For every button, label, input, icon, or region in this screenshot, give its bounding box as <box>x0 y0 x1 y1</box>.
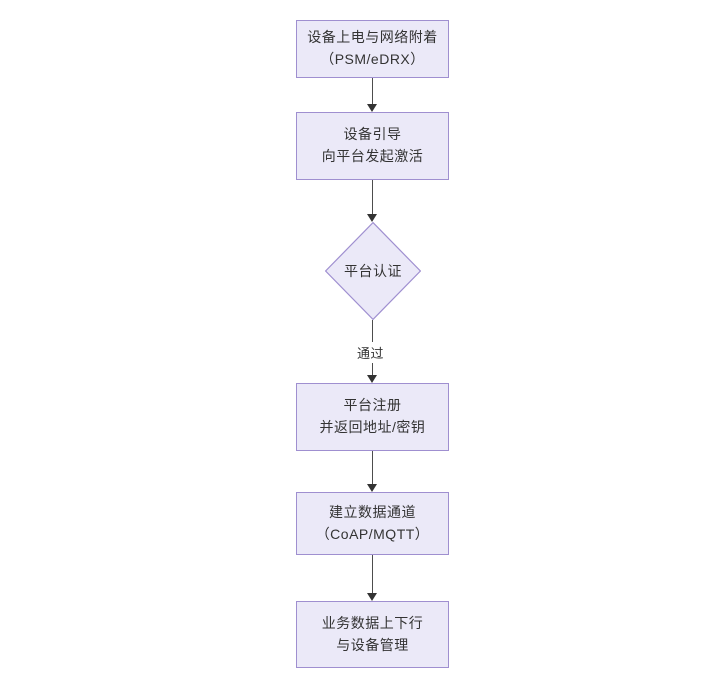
node-business-data-line-1: 业务数据上下行 <box>321 614 424 631</box>
diamond-shape <box>325 222 421 320</box>
edge-data-channel-to-business-data <box>372 555 373 593</box>
node-business-data-line-2: 与设备管理 <box>336 636 409 653</box>
edge-power-on-to-bootstrap <box>372 78 373 104</box>
arrowhead-business-data <box>367 593 377 601</box>
node-data-channel-line-2: （CoAP/MQTT） <box>315 525 430 542</box>
node-data-channel-line-1: 建立数据通道 <box>329 503 416 520</box>
node-bootstrap-line-1: 设备引导 <box>343 126 402 143</box>
node-platform-auth[interactable]: 平台认证 <box>325 222 421 320</box>
arrowhead-bootstrap <box>367 104 377 112</box>
node-bootstrap[interactable]: 设备引导 向平台发起激活 <box>296 112 449 180</box>
edge-platform-register-to-data-channel <box>372 451 373 484</box>
node-power-on[interactable]: 设备上电与网络附着 （PSM/eDRX） <box>296 20 449 78</box>
edge-label-pass: 通过 <box>354 342 388 363</box>
edge-bootstrap-to-platform-auth <box>372 180 373 214</box>
arrowhead-platform-auth <box>367 214 377 222</box>
node-power-on-line-1: 设备上电与网络附着 <box>307 29 438 46</box>
node-platform-register[interactable]: 平台注册 并返回地址/密钥 <box>296 383 449 451</box>
node-data-channel[interactable]: 建立数据通道 （CoAP/MQTT） <box>296 492 449 555</box>
arrowhead-platform-register <box>367 375 377 383</box>
arrowhead-data-channel <box>367 484 377 492</box>
node-bootstrap-line-2: 向平台发起激活 <box>321 148 424 164</box>
node-platform-register-line-1: 平台注册 <box>343 397 402 414</box>
node-platform-auth-label: 平台认证 <box>344 263 402 279</box>
node-platform-register-line-2: 并返回地址/密钥 <box>319 419 426 435</box>
node-business-data[interactable]: 业务数据上下行 与设备管理 <box>296 601 449 668</box>
node-power-on-line-2: （PSM/eDRX） <box>320 51 425 67</box>
